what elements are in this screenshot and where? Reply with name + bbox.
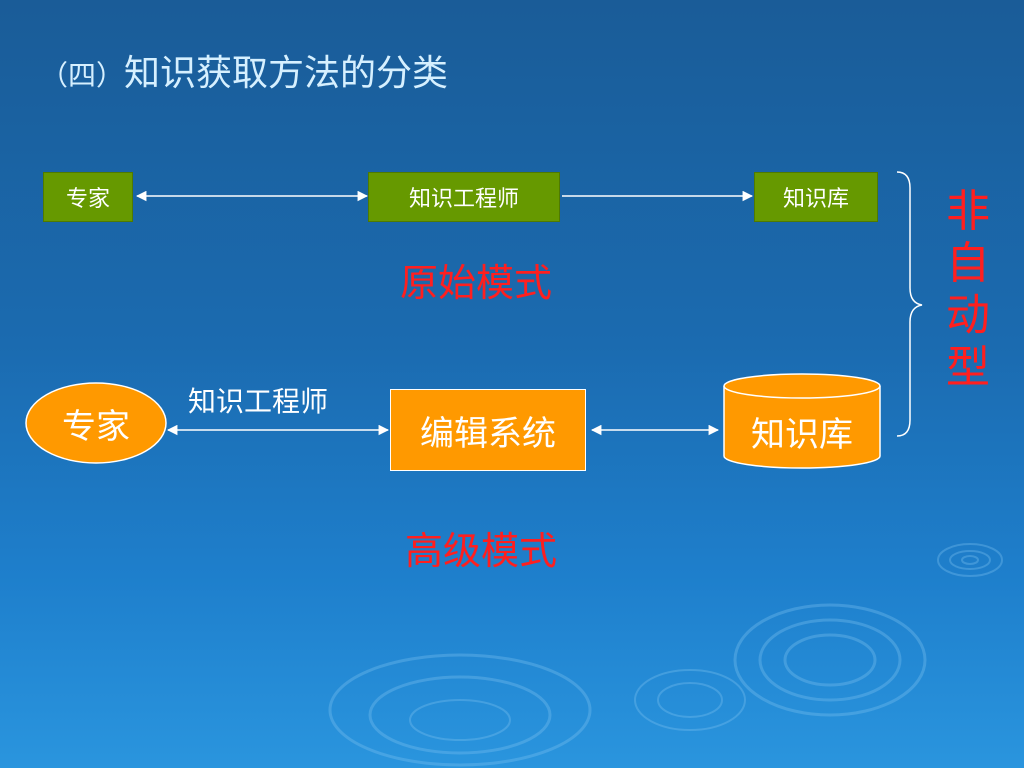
category-char: 自 (946, 238, 990, 289)
expert-box: 专家 (43, 172, 133, 222)
kb-cylinder-label: 知识库 (751, 414, 853, 455)
engineer-text: 知识工程师 (188, 385, 329, 418)
category-char: 型 (946, 342, 990, 393)
title-prefix: （四） (40, 59, 125, 92)
expert-ellipse-shape (25, 382, 167, 464)
kb-box: 知识库 (754, 172, 878, 222)
advanced-mode-label: 高级模式 (405, 529, 558, 573)
category-char: 非 (946, 186, 990, 237)
non-automatic-label: 非 自 动 型 (938, 186, 998, 394)
engineer-box: 知识工程师 (368, 172, 560, 222)
right-brace (896, 171, 923, 437)
primitive-mode-label: 原始模式 (400, 261, 553, 305)
page-title: （四）知识获取方法的分类 (40, 44, 448, 96)
title-text: 知识获取方法的分类 (124, 53, 449, 94)
editor-system-box: 编辑系统 (390, 389, 586, 471)
expert-ellipse-label: 专家 (62, 406, 130, 447)
category-char: 动 (946, 290, 990, 341)
kb-cylinder-shape (723, 373, 881, 469)
